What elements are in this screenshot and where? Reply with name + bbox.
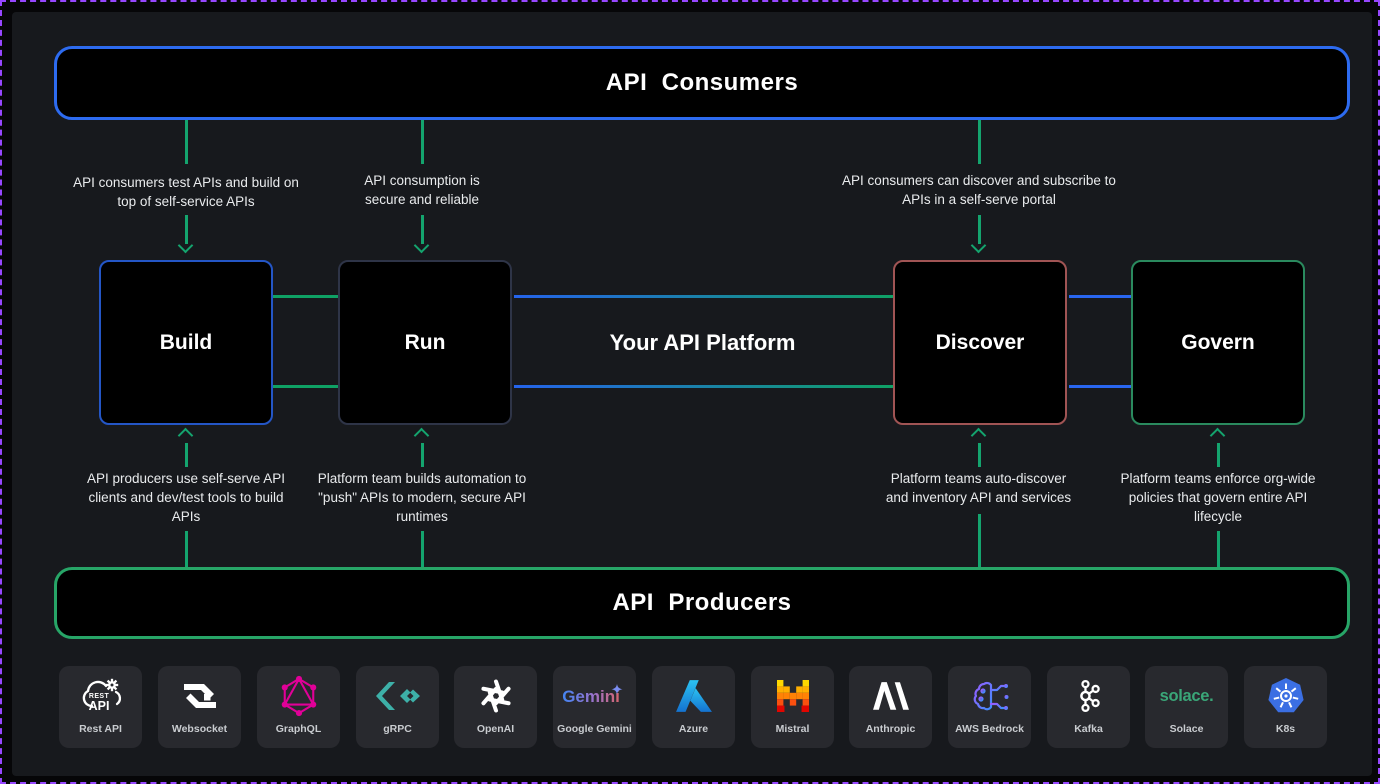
arrow-line — [421, 531, 424, 567]
logo-label: Mistral — [775, 723, 810, 735]
api-consumers-label: API Consumers — [605, 69, 799, 96]
logo-label: Azure — [678, 723, 709, 735]
logo-label: OpenAI — [476, 723, 515, 735]
node-govern-label: Govern — [1181, 330, 1255, 354]
arrow-line — [978, 443, 981, 467]
solace-wordmark: solace. — [1159, 686, 1214, 705]
node-build-label: Build — [159, 330, 213, 354]
api-producers-bar: API Producers — [54, 567, 1350, 639]
producer-note-discover: Platform teams auto-discover and invento… — [885, 471, 1072, 505]
logo-label: Solace — [1169, 723, 1204, 735]
producer-note-run: Platform team builds automation to "push… — [317, 471, 527, 524]
logo-label: Websocket — [171, 723, 228, 735]
aws-bedrock-icon — [970, 670, 1010, 722]
logo-label: Rest API — [79, 723, 122, 735]
node-run: Run — [338, 260, 512, 425]
platform-title: Your API Platform — [609, 330, 796, 355]
arrowhead-up-icon — [1209, 427, 1226, 444]
arrow-line — [185, 531, 188, 567]
logo-tile-kafka: Kafka — [1047, 666, 1130, 748]
logo-tile-aws-bedrock: AWS Bedrock — [948, 666, 1031, 748]
logo-tile-websocket: Websocket — [158, 666, 241, 748]
logo-tile-mistral: Mistral — [751, 666, 834, 748]
arrow-line — [978, 514, 981, 567]
api-consumers-bar: API Consumers — [54, 46, 1350, 120]
logo-tile-solace: solace. Solace — [1145, 666, 1228, 748]
arrowhead-up-icon — [970, 427, 987, 444]
connector-build-run-top — [273, 295, 338, 298]
arrow-line — [978, 215, 981, 244]
mistral-icon — [776, 670, 809, 722]
logo-label: Google Gemini — [557, 723, 632, 735]
arrow-line — [185, 215, 188, 244]
gemini-wordmark: Gemini — [562, 687, 620, 706]
rest-icon-text-top: REST — [88, 693, 109, 700]
grpc-icon — [374, 670, 422, 722]
logo-tile-azure: Azure — [652, 666, 735, 748]
producer-note-build: API producers use self-serve API clients… — [86, 471, 286, 524]
kafka-icon — [1074, 670, 1104, 722]
arrowhead-down-icon — [970, 237, 987, 254]
logo-label: GraphQL — [275, 723, 322, 735]
node-govern: Govern — [1131, 260, 1305, 425]
producer-note-govern: Platform teams enforce org-wide policies… — [1120, 471, 1316, 524]
arrowhead-down-icon — [413, 237, 430, 254]
solace-icon: solace. — [1160, 670, 1214, 722]
logo-tile-google-gemini: Gemini Google Gemini — [553, 666, 636, 748]
node-discover: Discover — [893, 260, 1067, 425]
logo-label: AWS Bedrock — [955, 723, 1024, 735]
consumer-note-build: API consumers test APIs and build on top… — [73, 175, 299, 209]
gemini-sparkle-icon — [611, 684, 622, 695]
node-discover-label: Discover — [935, 330, 1025, 354]
logo-tile-openai: OpenAI — [454, 666, 537, 748]
graphql-icon — [280, 670, 318, 722]
connector-discover-govern-top — [1069, 295, 1131, 298]
arrow-line — [185, 443, 188, 467]
arrowhead-up-icon — [177, 427, 194, 444]
arrow-line — [421, 215, 424, 244]
rest-api-icon: REST API — [79, 670, 123, 722]
diagram-canvas: API Consumers API Producers Build Run Di… — [12, 12, 1372, 776]
connector-build-run-bottom — [273, 385, 338, 388]
logo-label: K8s — [1275, 723, 1296, 735]
logo-label: Anthropic — [865, 723, 916, 735]
openai-icon — [476, 670, 516, 722]
logo-tile-rest-api: REST API Rest API — [59, 666, 142, 748]
connector-discover-govern-bottom — [1069, 385, 1131, 388]
rest-icon-text-bottom: API — [88, 699, 109, 713]
connector-run-discover-bottom — [514, 385, 893, 388]
websocket-icon — [177, 670, 223, 722]
arrow-line — [1217, 531, 1220, 567]
arrow-line — [421, 443, 424, 467]
logo-tile-k8s: K8s — [1244, 666, 1327, 748]
arrow-line — [978, 120, 981, 164]
consumer-note-run: API consumption is secure and reliable — [364, 173, 480, 207]
connector-run-discover-top — [514, 295, 893, 298]
arrowhead-up-icon — [413, 427, 430, 444]
node-run-label: Run — [404, 330, 446, 354]
logo-label: Kafka — [1074, 723, 1103, 735]
logo-tile-grpc: gRPC — [356, 666, 439, 748]
k8s-icon — [1266, 670, 1306, 722]
arrow-line — [1217, 443, 1220, 467]
logo-tile-graphql: GraphQL — [257, 666, 340, 748]
google-gemini-icon: Gemini — [557, 670, 633, 722]
azure-icon — [675, 670, 713, 722]
api-producers-label: API Producers — [612, 589, 792, 616]
arrowhead-down-icon — [177, 237, 194, 254]
logo-label: gRPC — [383, 723, 412, 735]
node-build: Build — [99, 260, 273, 425]
logo-tile-anthropic: Anthropic — [849, 666, 932, 748]
arrow-line — [421, 120, 424, 164]
arrow-line — [185, 120, 188, 164]
anthropic-icon — [872, 670, 910, 722]
consumer-note-discover: API consumers can discover and subscribe… — [842, 173, 1116, 207]
